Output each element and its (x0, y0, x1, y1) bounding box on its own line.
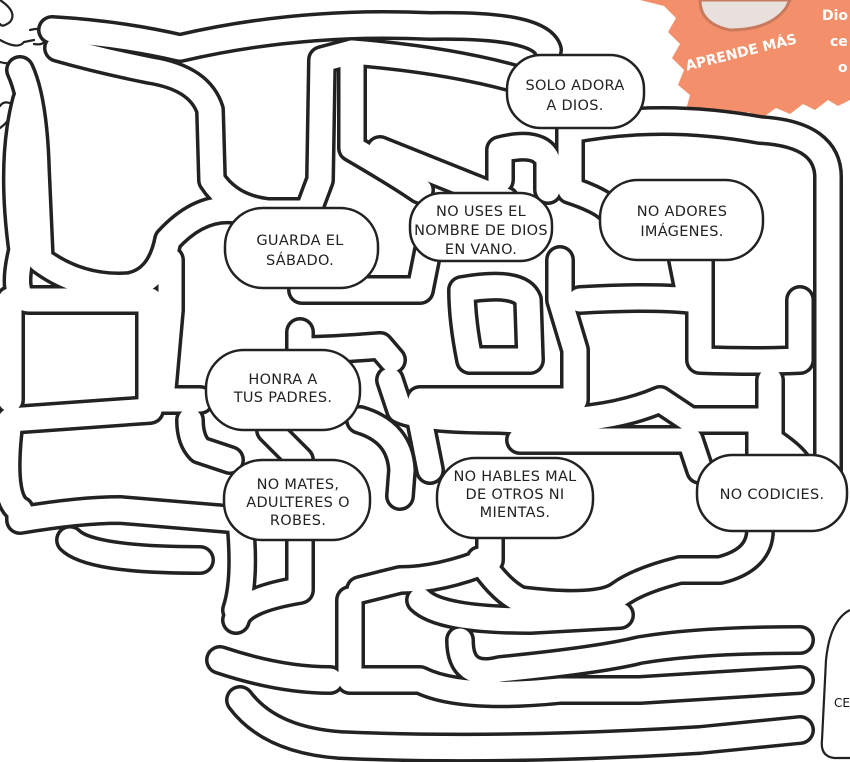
bubble-no-mates[interactable]: NO MATES, ADULTERES O ROBES. (224, 460, 370, 540)
badge-side-text-3: o (838, 60, 848, 76)
badge-side-text-2: ce (830, 34, 848, 50)
bubble-line: ROBES. (270, 513, 326, 529)
bubble-line: NO ADORES (637, 204, 728, 220)
bubble-line: GUARDA EL (256, 233, 343, 249)
bubble-line: NO USES EL (436, 204, 526, 220)
bubble-line: NO MATES, (257, 477, 340, 493)
bubble-no-hables[interactable]: NO HABLES MAL DE OTROS NI MIENTAS. (437, 458, 593, 538)
bubble-line: EN VANO. (445, 242, 517, 258)
bubble-line: IMÁGENES. (640, 223, 723, 240)
bubble-no-uses[interactable]: NO USES EL NOMBRE DE DIOS EN VANO. (410, 193, 552, 261)
character-head-icon (0, 0, 12, 26)
bubble-line: SÁBADO. (266, 252, 334, 269)
bubble-line: MIENTAS. (480, 505, 551, 521)
bubble-line: HONRA A (248, 372, 317, 388)
bubble-honra[interactable]: HONRA A TUS PADRES. (206, 350, 360, 430)
corner-tag[interactable]: CE (822, 610, 850, 758)
bubble-line: NOMBRE DE DIOS (414, 223, 548, 239)
maze-paths (7, 25, 828, 748)
bubble-line: NO CODICIES. (720, 487, 825, 503)
bubble-line: NO HABLES MAL (453, 469, 576, 485)
bubble-solo-adora[interactable]: SOLO ADORA A DIOS. (507, 55, 644, 128)
bubble-no-codicies[interactable]: NO CODICIES. (697, 455, 847, 531)
bubble-line: A DIOS. (546, 98, 603, 114)
corner-tag-text: CE (834, 696, 850, 710)
bubble-no-adores[interactable]: NO ADORES IMÁGENES. (600, 180, 763, 260)
bubble-line: SOLO ADORA (525, 78, 624, 94)
bubble-line: TUS PADRES. (233, 390, 333, 406)
bubble-line: ADULTERES O (246, 495, 350, 511)
bubble-guarda[interactable]: GUARDA EL SÁBADO. (225, 208, 378, 288)
bubble-line: DE OTROS NI (466, 487, 565, 503)
badge-side-text-1: Dio (822, 8, 848, 24)
